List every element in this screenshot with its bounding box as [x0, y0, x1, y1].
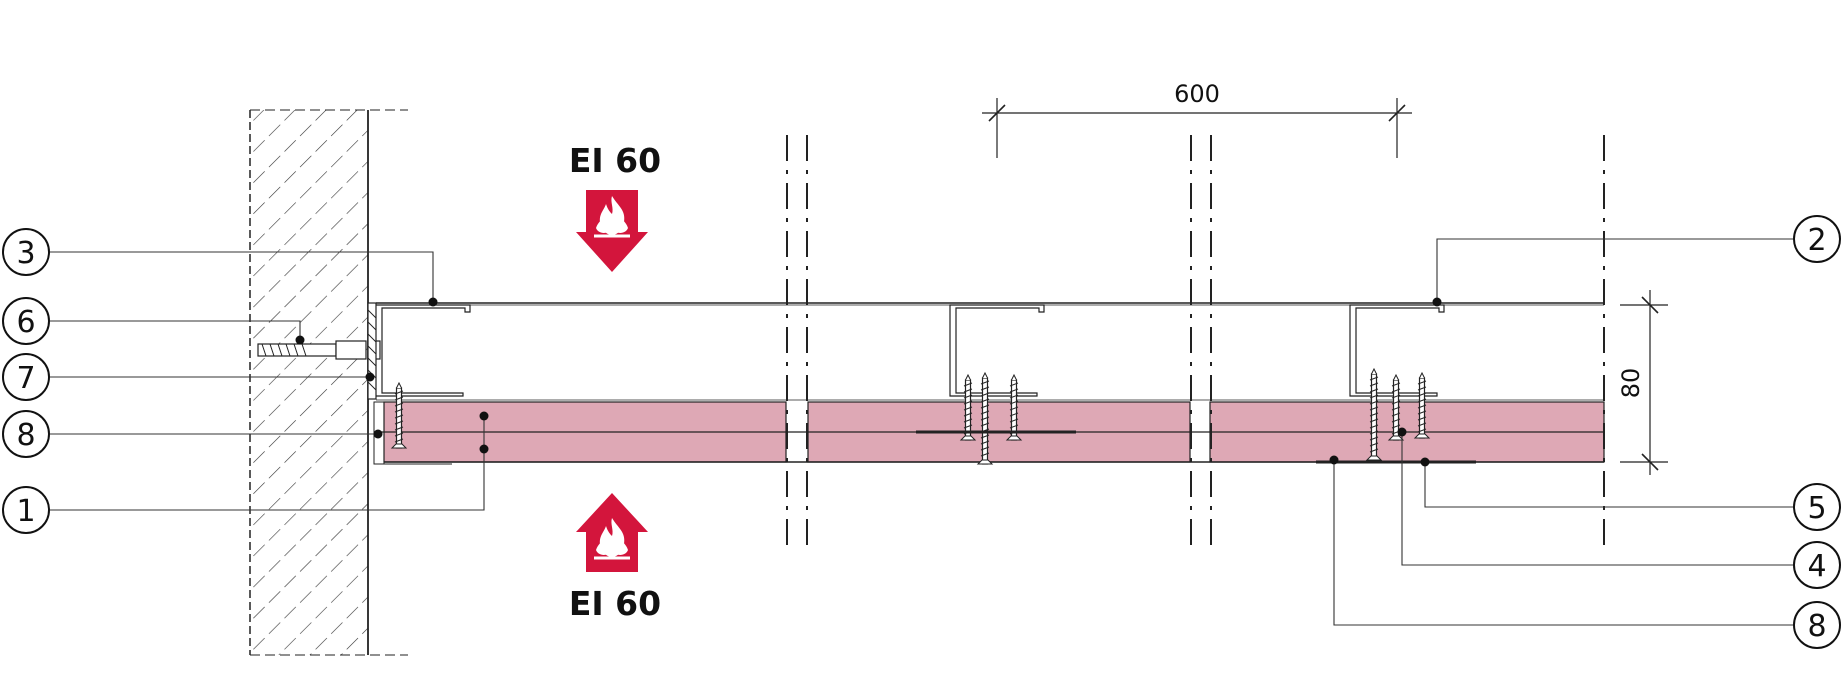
leader-dots: [295, 297, 1442, 467]
svg-text:8: 8: [16, 418, 35, 453]
leader-lines: [50, 238, 1793, 626]
fire-rating-bottom: EI 60: [569, 584, 661, 623]
callout-3: 3: [2, 228, 50, 276]
fire-board-layers: [376, 399, 1605, 463]
callout-7: 7: [2, 353, 50, 401]
callout-1: 1: [2, 486, 50, 534]
c-profile-middle: [949, 304, 1045, 397]
c-profile-right: [1349, 304, 1445, 397]
sealing-strip: [367, 302, 377, 400]
svg-text:5: 5: [1807, 491, 1826, 526]
dimension-80: 80: [1617, 290, 1668, 475]
callout-8-left: 8: [2, 410, 50, 458]
callout-2: 2: [1793, 215, 1841, 263]
svg-text:6: 6: [16, 305, 35, 340]
fire-rating-top: EI 60: [569, 141, 661, 180]
svg-text:3: 3: [16, 236, 35, 271]
svg-text:4: 4: [1807, 549, 1826, 584]
callout-4: 4: [1793, 541, 1841, 589]
svg-text:7: 7: [16, 361, 35, 396]
svg-text:1: 1: [16, 494, 35, 529]
callout-6: 6: [2, 297, 50, 345]
drywall-screws: [391, 368, 1476, 465]
callout-5: 5: [1793, 483, 1841, 531]
dimension-spacing-label: 600: [1174, 80, 1220, 108]
break-lines: [786, 135, 1605, 550]
c-profile-wall: [376, 304, 471, 397]
dimension-600: 600: [982, 80, 1412, 158]
svg-text:8: 8: [1807, 609, 1826, 644]
fire-arrow-down-icon: [576, 190, 648, 272]
concrete-wall: [249, 109, 408, 656]
fire-arrow-up-icon: [576, 493, 648, 572]
svg-text:2: 2: [1807, 223, 1826, 258]
dimension-height-label: 80: [1617, 368, 1645, 399]
callout-8-right: 8: [1793, 601, 1841, 649]
anchor-dowel: [257, 340, 381, 360]
